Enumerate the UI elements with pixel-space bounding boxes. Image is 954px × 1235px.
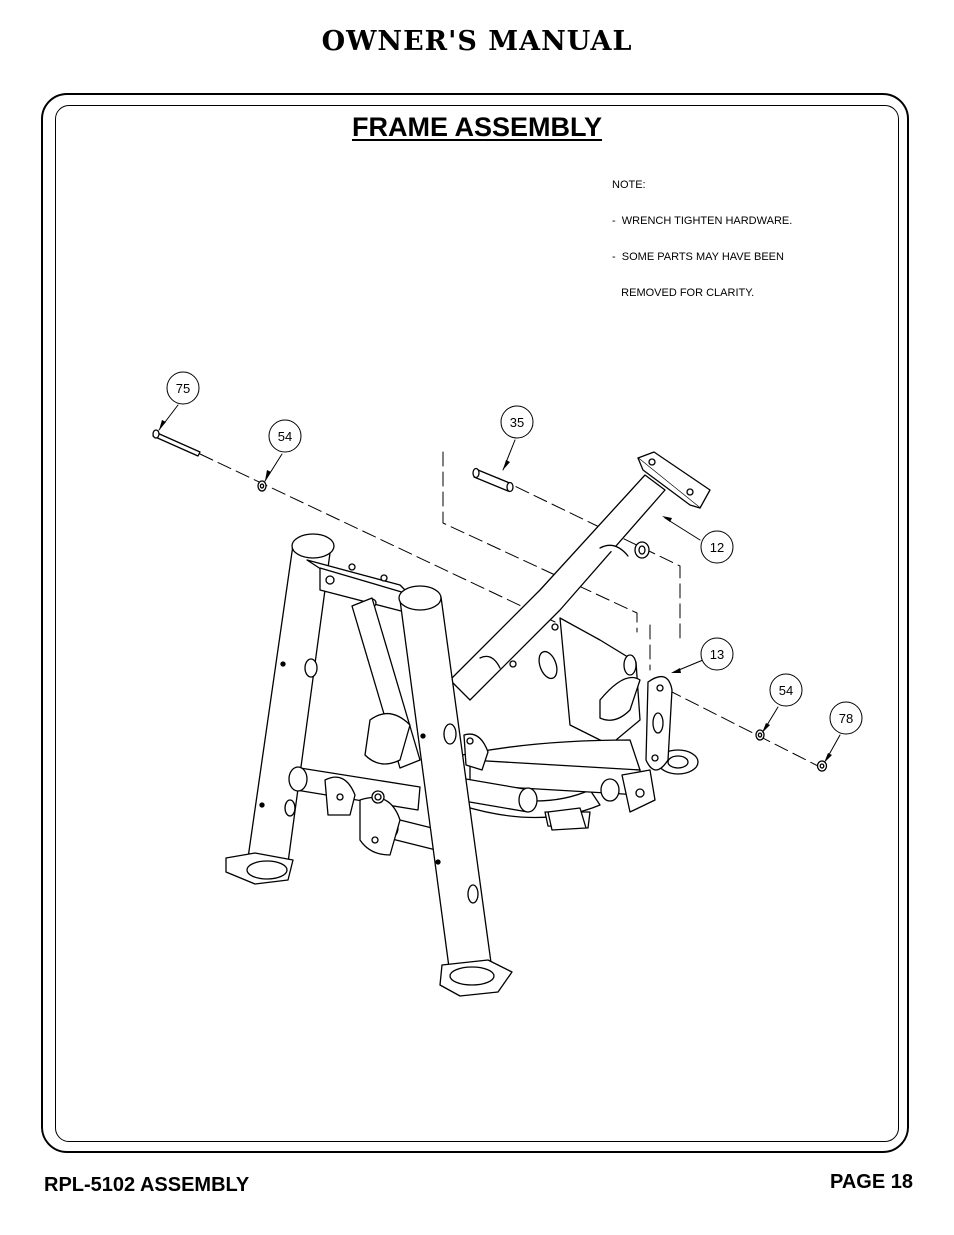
callout-label: 54	[779, 683, 793, 698]
note-line: - SOME PARTS MAY HAVE BEEN	[612, 251, 784, 263]
callout-label: 78	[839, 711, 853, 726]
washer-54-left	[257, 480, 267, 492]
diagonal-brace	[351, 597, 421, 769]
nut-78	[816, 760, 828, 772]
a-frame-left-leg	[225, 533, 335, 885]
callout-54-right	[769, 673, 803, 707]
callout-78	[829, 701, 863, 735]
side-plate-right	[599, 654, 641, 721]
callout-13	[700, 637, 734, 671]
page-border-outer	[41, 93, 909, 1153]
bolt-75	[152, 429, 201, 457]
pin-35	[472, 467, 514, 493]
page-number: PAGE 18	[830, 1171, 913, 1193]
callout-label: 12	[710, 540, 724, 555]
callout-35	[500, 405, 534, 439]
note-line: REMOVED FOR CLARITY.	[612, 287, 755, 299]
page-border-inner	[55, 105, 899, 1142]
bottom-bracket	[547, 807, 587, 831]
callout-54-left	[268, 419, 302, 453]
leader-lines	[158, 404, 841, 761]
washer-54-right	[755, 729, 765, 741]
callout-label: 75	[176, 381, 190, 396]
callout-12	[700, 530, 734, 564]
section-title: FRAME ASSEMBLY	[351, 112, 603, 142]
note-line: - WRENCH TIGHTEN HARDWARE.	[612, 215, 793, 227]
leader-arrowheads	[159, 420, 832, 763]
center-plates	[324, 733, 489, 856]
callout-label: 13	[710, 647, 724, 662]
document-id: RPL-5102 ASSEMBLY	[44, 1174, 250, 1196]
rear-crossbar	[469, 759, 656, 813]
callout-label: 35	[510, 415, 524, 430]
a-frame-right-leg	[398, 585, 513, 997]
assembly-note: NOTE: - WRENCH TIGHTEN HARDWARE. - SOME …	[612, 155, 792, 311]
rear-upright-12	[449, 451, 711, 701]
note-line: NOTE:	[612, 179, 646, 191]
callout-circles	[166, 371, 863, 735]
plate-13	[645, 675, 673, 771]
manual-title: OWNER'S MANUAL	[321, 26, 633, 57]
callout-75	[166, 371, 200, 405]
callout-label: 54	[278, 429, 292, 444]
